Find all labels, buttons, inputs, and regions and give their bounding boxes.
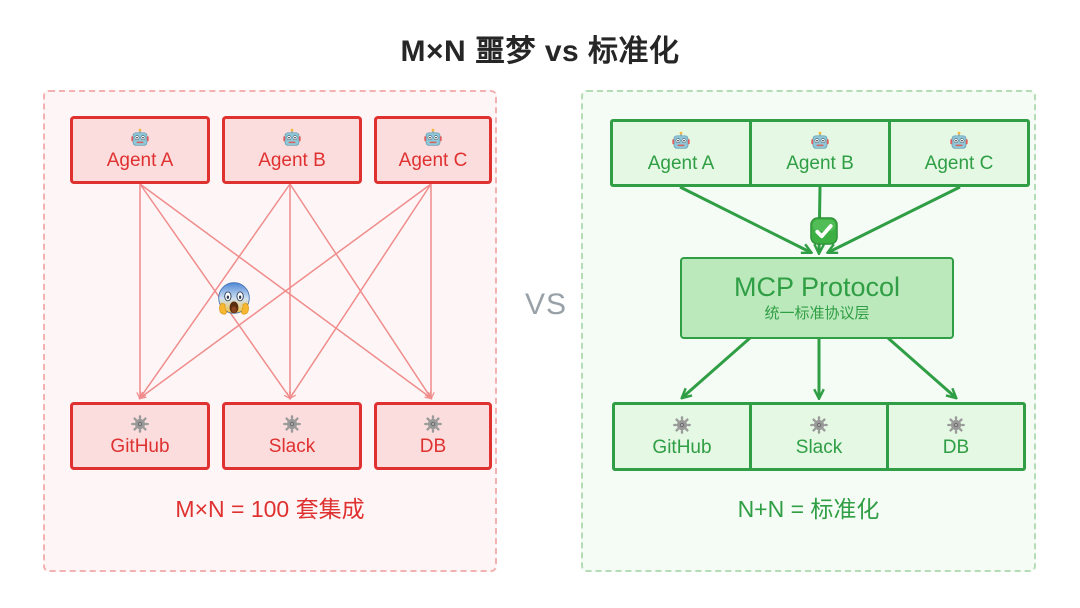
mxn-nightmare-panel: Agent A Agent B Agent C GitHub Slack DB … <box>43 90 497 572</box>
gear-icon <box>946 415 966 435</box>
mxn-caption: M×N = 100 套集成 <box>175 496 365 522</box>
agent-a-node: Agent A <box>610 119 752 187</box>
robot-icon <box>282 128 302 148</box>
agent-b-node: Agent B <box>222 116 362 184</box>
github-label: GitHub <box>652 436 712 458</box>
github-node: GitHub <box>612 402 752 471</box>
scream-face-emoji <box>215 280 253 318</box>
services-row: GitHub Slack DB <box>612 402 1026 471</box>
standardized-caption: N+N = 标准化 <box>737 496 880 522</box>
gear-icon <box>423 414 443 434</box>
slack-label: Slack <box>268 436 316 458</box>
agent-b-label: Agent B <box>258 150 326 172</box>
page-title: M×N 噩梦 vs 标准化 <box>400 35 680 68</box>
vs-divider-label: VS <box>524 288 568 321</box>
robot-icon <box>949 131 969 151</box>
mcp-protocol-node: MCP Protocol 统一标准协议层 <box>680 257 954 339</box>
agent-c-node: Agent C <box>374 116 492 184</box>
db-node: DB <box>886 402 1026 471</box>
agent-c-label: Agent C <box>924 153 994 175</box>
agents-row: Agent A Agent B Agent C <box>610 119 1030 187</box>
db-label: DB <box>942 436 970 458</box>
agent-b-label: Agent B <box>786 153 854 175</box>
gear-icon <box>282 414 302 434</box>
agent-a-label: Agent A <box>106 150 174 172</box>
agent-c-label: Agent C <box>398 150 468 172</box>
agent-a-node: Agent A <box>70 116 210 184</box>
robot-icon <box>810 131 830 151</box>
gear-icon <box>672 415 692 435</box>
slack-node: Slack <box>222 402 362 470</box>
agent-c-node: Agent C <box>888 119 1030 187</box>
db-node: DB <box>374 402 492 470</box>
standardized-panel: Agent A Agent B Agent C MCP Protocol 统一标… <box>581 90 1036 572</box>
mcp-protocol-title: MCP Protocol <box>733 271 901 302</box>
db-label: DB <box>419 436 447 458</box>
robot-icon <box>671 131 691 151</box>
agent-b-node: Agent B <box>749 119 891 187</box>
slack-label: Slack <box>795 436 843 458</box>
github-node: GitHub <box>70 402 210 470</box>
check-mark-emoji <box>809 216 839 246</box>
mcp-protocol-subtitle: 统一标准协议层 <box>764 305 870 323</box>
slack-node: Slack <box>749 402 889 471</box>
agent-a-label: Agent A <box>647 153 715 175</box>
gear-icon <box>130 414 150 434</box>
robot-icon <box>423 128 443 148</box>
gear-icon <box>809 415 829 435</box>
robot-icon <box>130 128 150 148</box>
github-label: GitHub <box>110 436 170 458</box>
